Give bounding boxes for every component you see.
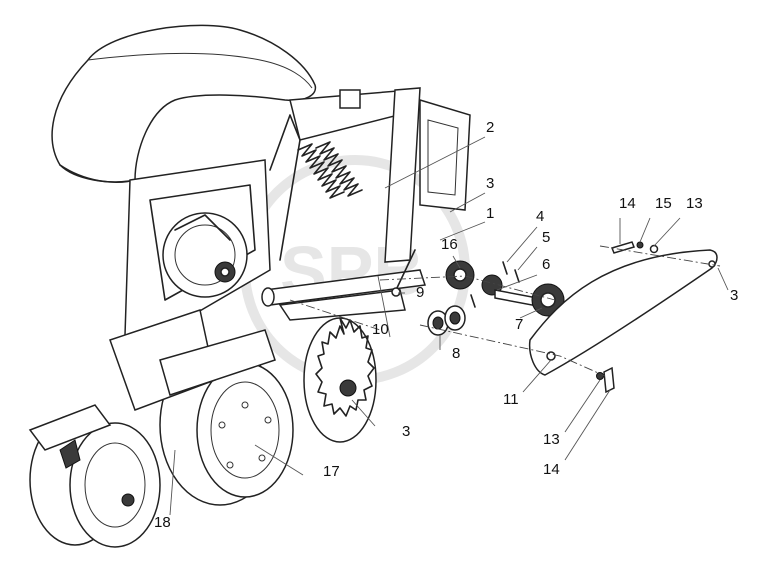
tension-springs [297,141,363,199]
drive-sprocket-7 [531,283,565,317]
callout-3-right: 3 [730,287,739,304]
leader-lines [169,136,729,516]
callout-17: 17 [323,463,340,480]
callout-1: 1 [486,205,495,222]
callout-3-upper: 3 [486,175,495,192]
depth-arm [109,309,276,411]
callout-6: 6 [542,256,551,273]
bearing-assembly [427,305,466,336]
fastener-set-lower [596,366,615,394]
parallel-arms [261,269,426,321]
main-frame [124,87,471,341]
shaft-assembly [445,260,549,309]
callout-15: 15 [655,195,672,212]
callout-13-upper: 13 [686,195,703,212]
callout-10: 10 [372,321,389,338]
callout-11: 11 [503,391,519,408]
callout-5: 5 [542,229,551,246]
callout-4: 4 [536,208,545,225]
axis-lines [289,245,721,377]
callout-13-lower: 13 [543,431,560,448]
gauge-wheel-18 [28,404,161,548]
row-cleaner-disc [303,317,377,443]
cover-shield [528,249,718,376]
callout-16: 16 [441,236,458,253]
callout-18: 18 [154,514,171,531]
callout-14-upper: 14 [619,195,636,212]
callout-2: 2 [486,119,495,136]
callout-8: 8 [452,345,461,362]
pin-9 [391,249,416,297]
callout-3-lower: 3 [402,423,411,440]
callout-7: 7 [515,316,524,333]
callout-14-lower: 14 [543,461,560,478]
callout-9: 9 [416,284,425,301]
metering-drive [162,212,248,298]
fastener-set-upper [610,241,659,254]
